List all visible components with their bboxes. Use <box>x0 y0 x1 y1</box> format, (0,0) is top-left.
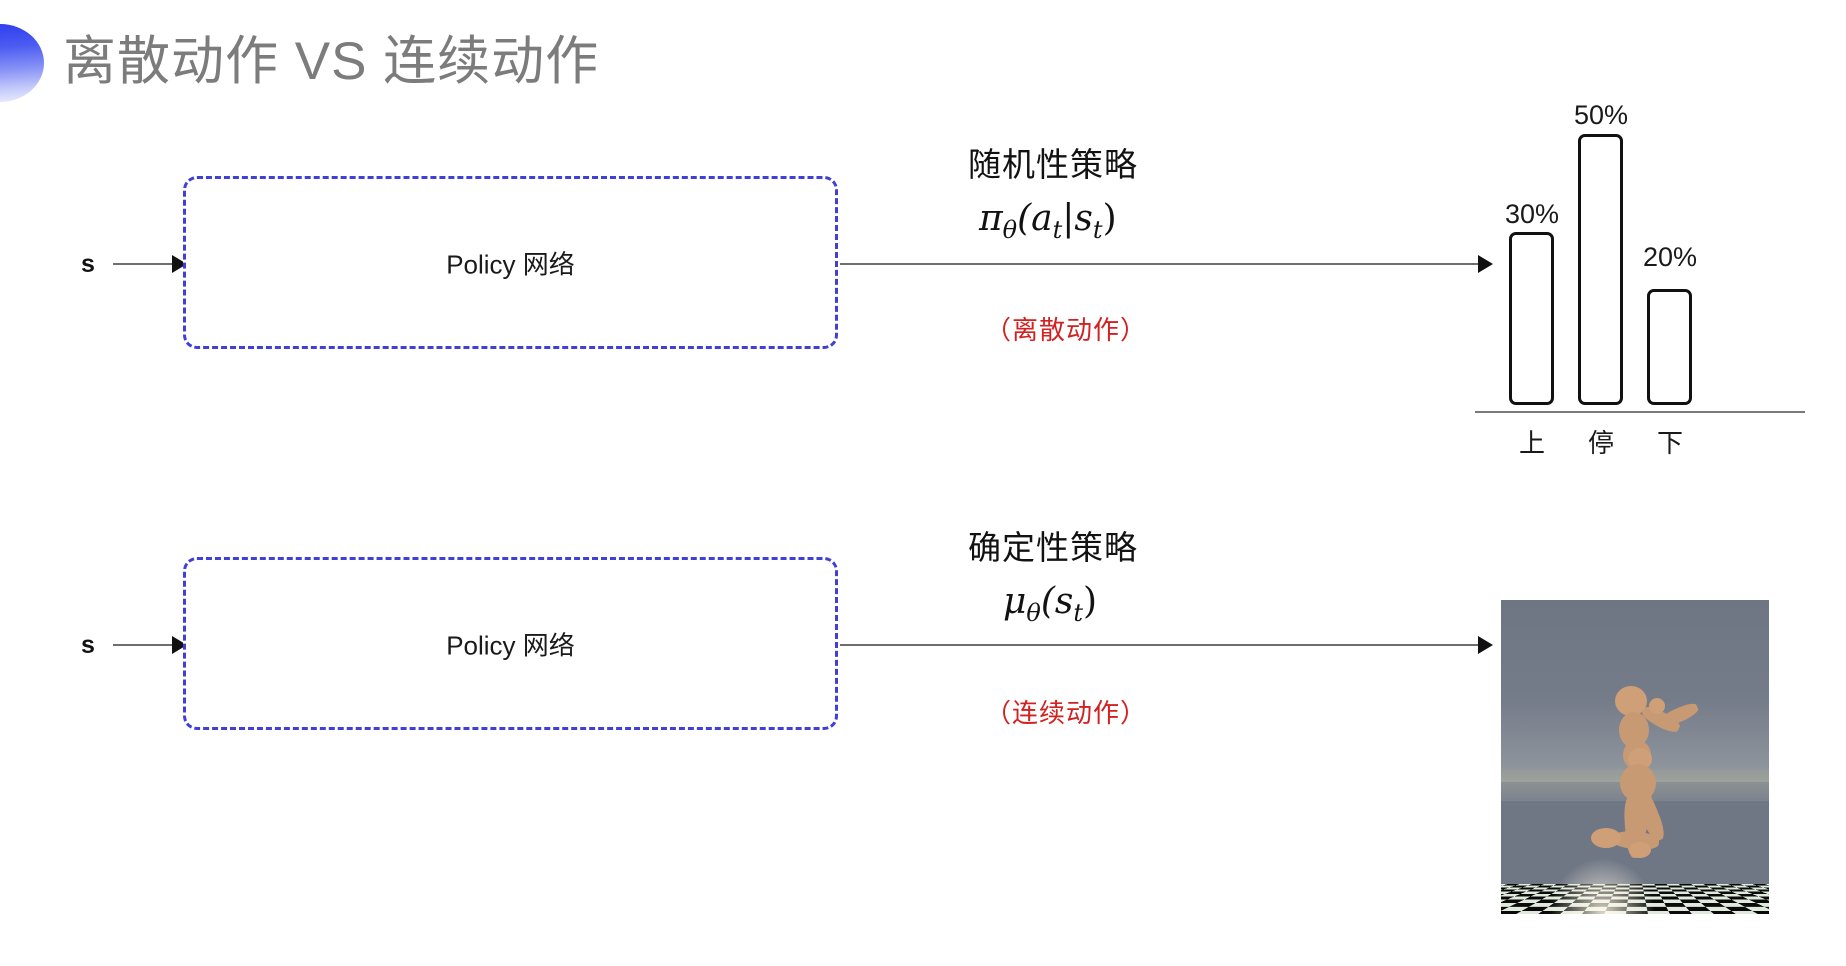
action-probability-bar-chart: 30% 50% 20% <box>1460 95 1820 405</box>
policy-network-label-continuous: Policy 网络 <box>446 630 575 660</box>
action-type-note-continuous: （连续动作） <box>985 698 1148 728</box>
formula-mid-sub: t <box>1092 216 1103 245</box>
bar-value-shang: 30% <box>1504 199 1560 229</box>
slide-bullet-icon <box>0 24 44 102</box>
formula-close: ) <box>1102 198 1117 239</box>
floor-glare <box>1549 857 1657 914</box>
policy-network-box-discrete[interactable]: Policy 网络 <box>183 176 838 349</box>
bar-ting <box>1578 134 1623 405</box>
bar-value-ting: 50% <box>1573 100 1629 130</box>
bar-category-ting: 停 <box>1587 428 1614 458</box>
input-label-state-continuous: s <box>81 631 95 659</box>
humanoid-hand <box>1649 698 1665 714</box>
bar-value-xia: 20% <box>1642 242 1698 272</box>
action-type-note-discrete: （离散动作） <box>985 315 1148 345</box>
page-title: 离散动作 VS 连续动作 <box>63 32 600 91</box>
input-arrow-line-discrete <box>113 263 186 265</box>
policy-type-title-discrete: 随机性策略 <box>968 146 1138 183</box>
bar-shang <box>1509 232 1554 405</box>
output-arrow-line-discrete <box>840 263 1485 265</box>
policy-formula-discrete: πθ(at|st) <box>979 198 1117 244</box>
formula-body: (a <box>1017 198 1053 239</box>
formula-symbol: μ <box>1003 581 1027 622</box>
formula-body-sub: t <box>1073 599 1084 628</box>
input-label-state-discrete: s <box>81 250 95 278</box>
bar-chart-axis-line <box>1475 411 1805 413</box>
bar-category-shang: 上 <box>1518 428 1545 458</box>
policy-network-box-continuous[interactable]: Policy 网络 <box>183 557 838 730</box>
policy-type-title-continuous: 确定性策略 <box>968 529 1138 566</box>
formula-mid: |s <box>1062 198 1093 239</box>
formula-body: (s <box>1040 581 1074 622</box>
formula-body-sub: t <box>1052 216 1063 245</box>
policy-formula-continuous: μθ(st) <box>1003 581 1097 627</box>
formula-subscript: θ <box>1002 216 1018 245</box>
output-arrow-line-continuous <box>840 644 1485 646</box>
bar-category-xia: 下 <box>1656 428 1683 458</box>
humanoid-foot-front <box>1629 842 1651 858</box>
humanoid-simulation-image <box>1501 600 1769 914</box>
formula-close: ) <box>1083 581 1098 622</box>
output-arrow-head-continuous <box>1478 636 1493 654</box>
humanoid-foot-back <box>1591 828 1621 848</box>
formula-subscript: θ <box>1026 599 1041 628</box>
bar-xia <box>1647 289 1692 405</box>
input-arrow-line-continuous <box>113 644 186 646</box>
policy-network-label-discrete: Policy 网络 <box>446 249 575 279</box>
formula-symbol: π <box>979 198 1003 239</box>
output-arrow-head-discrete <box>1478 255 1493 273</box>
